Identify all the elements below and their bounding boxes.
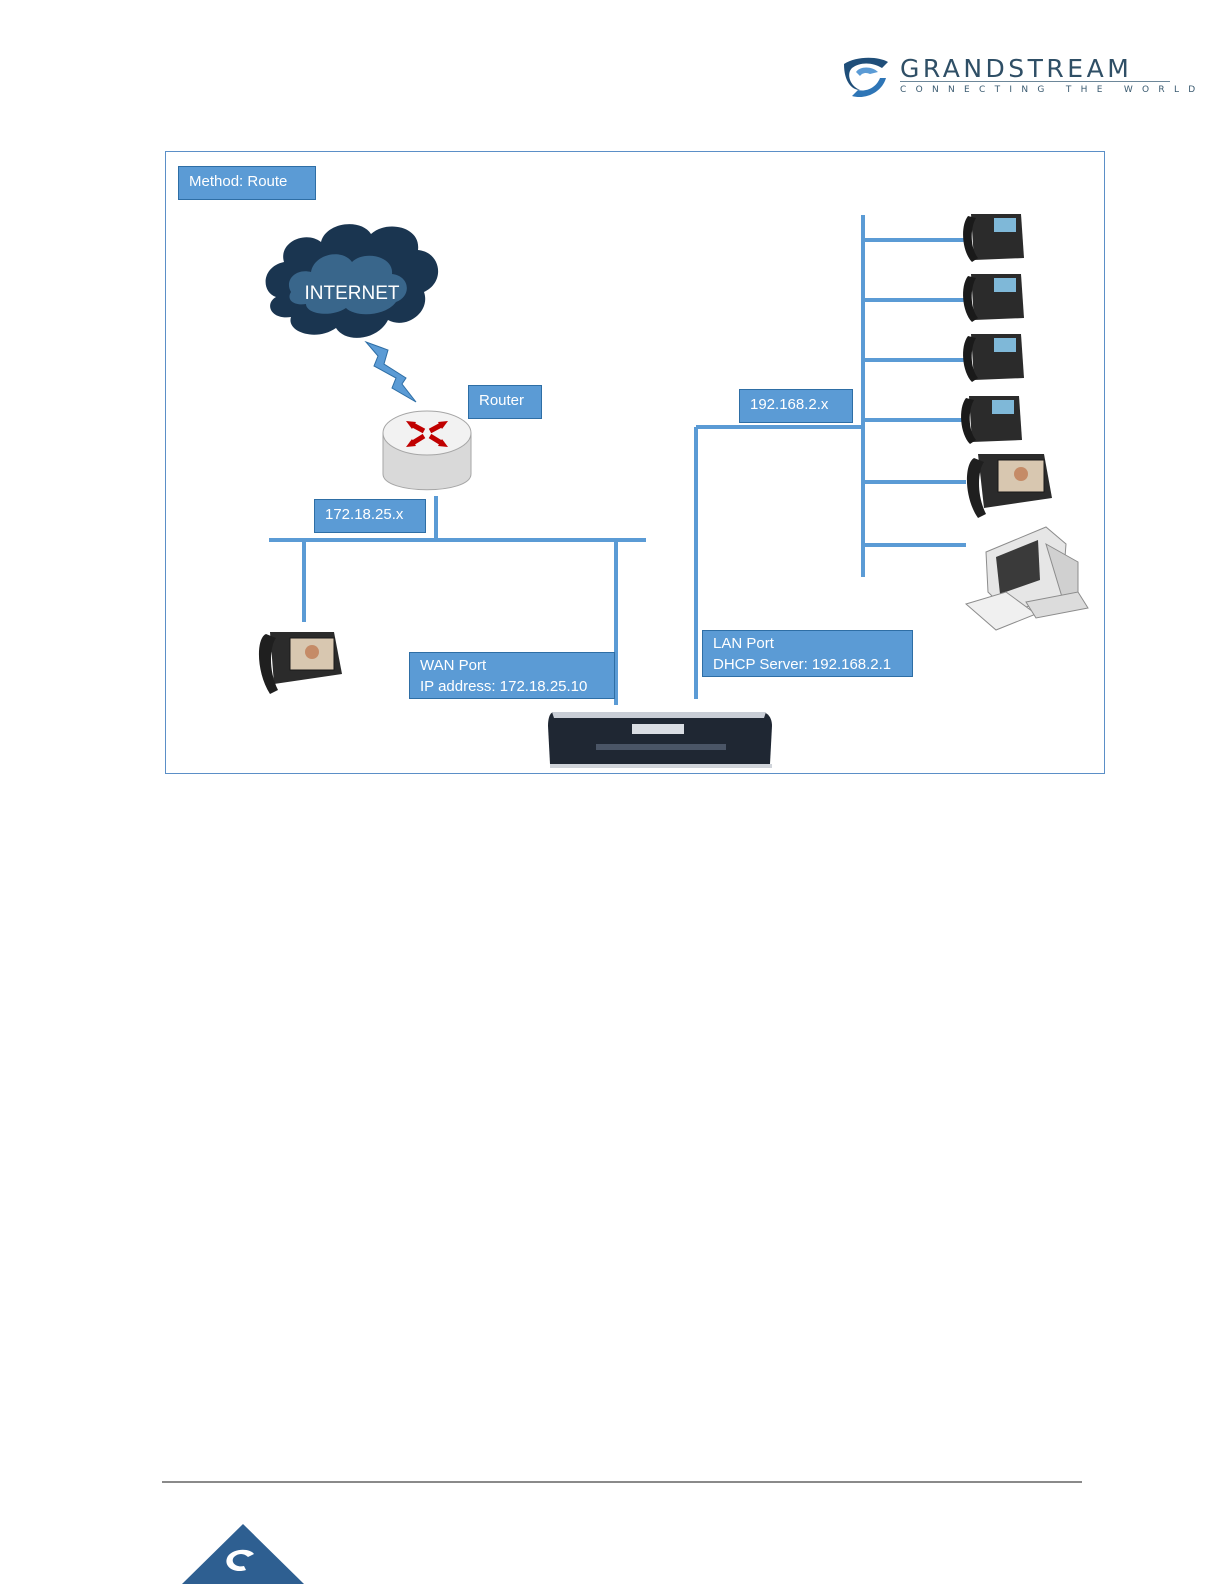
wireless-link-icon [366,342,416,402]
wan-port-ip: IP address: 172.18.25.10 [420,676,604,697]
lan-port-dhcp: DHCP Server: 192.168.2.1 [713,654,902,675]
lan-port-label: LAN Port DHCP Server: 192.168.2.1 [702,630,913,677]
method-label: Method: Route [178,166,316,200]
wan-video-phone-icon [259,632,342,694]
footer-divider [162,1481,1082,1483]
router-icon [383,411,471,490]
internet-label: INTERNET [305,283,400,304]
network-diagram: INTERNET [165,151,1105,774]
wan-subnet-label: 172.18.25.x [314,499,426,533]
wan-port-title: WAN Port [420,655,604,676]
lan-subnet-label: 192.168.2.x [739,389,853,423]
ip-phone-icon-4 [961,396,1022,444]
grandstream-logo: GRANDSTREAM CONNECTING THE WORLD [842,54,1172,100]
ip-phone-icon-2 [963,274,1024,322]
lan-port-title: LAN Port [713,633,902,654]
ip-phone-icon-1 [963,214,1024,262]
brand-name: GRANDSTREAM [900,54,1132,83]
brand-tagline: CONNECTING THE WORLD [900,85,1205,95]
lan-video-phone-icon [967,454,1052,518]
ip-phone-icon-3 [963,334,1024,382]
internet-cloud-icon: INTERNET [266,224,439,338]
wan-port-label: WAN Port IP address: 172.18.25.10 [409,652,615,699]
computer-icon [966,527,1088,630]
logo-divider [900,81,1170,82]
footer-logo-icon [182,1524,304,1584]
ucm-ippbx-icon [548,712,772,768]
grandstream-swoosh-icon [842,56,890,100]
diagram-canvas: INTERNET [166,152,1106,775]
router-label: Router [468,385,542,419]
